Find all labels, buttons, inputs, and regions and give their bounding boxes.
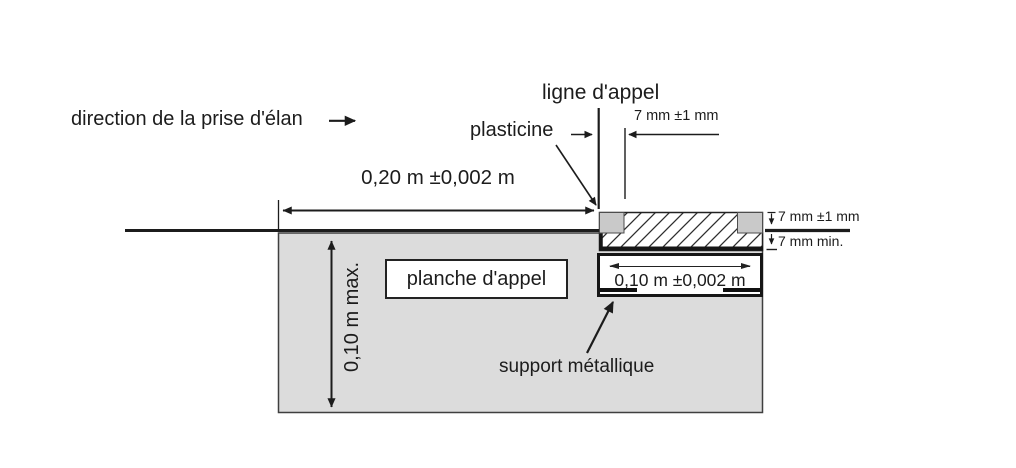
indicator-width-arrow — [609, 262, 751, 269]
support-leader-arrow — [586, 300, 614, 354]
support-flange-left — [600, 288, 637, 292]
depth-min-dimension-label: 7 mm min. — [778, 233, 844, 249]
indicator-board-hatched — [598, 211, 764, 252]
plasticine-leader-arrow — [555, 144, 597, 206]
plasticine-label: plasticine — [470, 119, 554, 141]
height-above-dimension-label: 7 mm ±1 mm — [778, 208, 860, 224]
support-flange-right — [723, 288, 760, 292]
offset-dimension-label: 7 mm ±1 mm — [634, 108, 719, 124]
metal-support-box: 0,10 m ±0,002 m — [597, 253, 763, 297]
plasticine-lip-left — [599, 212, 625, 234]
metal-support-label: support métallique — [499, 356, 655, 377]
plasticine-lip-right — [737, 212, 763, 234]
takeoff-board-label-box: planche d'appel — [385, 259, 568, 299]
takeoff-board-label: planche d'appel — [406, 267, 547, 290]
takeoff-line-label: ligne d'appel — [542, 81, 660, 104]
board-width-dimension-label: 0,20 m ±0,002 m — [361, 166, 515, 189]
indicator-width-dimension-label: 0,10 m ±0,002 m — [614, 270, 746, 290]
runup-direction-label: direction de la prise d'élan — [71, 108, 303, 130]
depth-max-dimension-label: 0,10 m max. — [341, 261, 363, 373]
